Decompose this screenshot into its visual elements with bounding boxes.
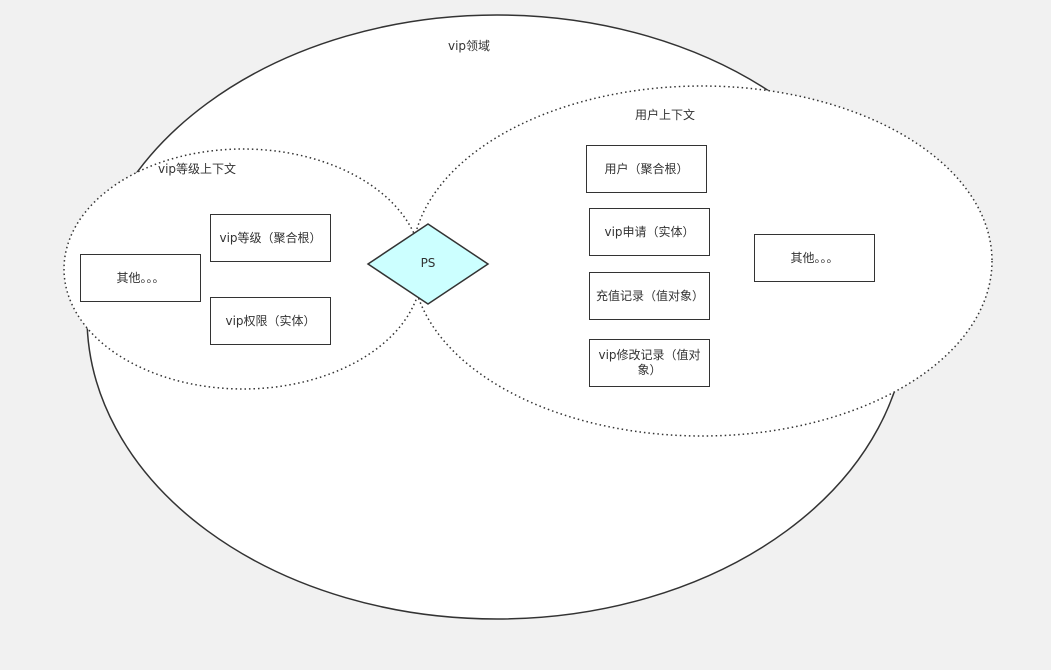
- user-aggregate-root-box[interactable]: 用户（聚合根）: [586, 145, 707, 193]
- box-label: 其他。。。: [116, 270, 165, 285]
- box-label: 用户（聚合根）: [604, 161, 689, 176]
- vip-application-entity-box[interactable]: vip申请（实体）: [589, 208, 710, 256]
- ps-diamond[interactable]: [366, 223, 490, 305]
- recharge-record-value-object-box[interactable]: 充值记录（值对象）: [589, 272, 710, 320]
- box-label: vip权限（实体）: [225, 313, 316, 328]
- vip-permission-entity-box[interactable]: vip权限（实体）: [210, 297, 331, 345]
- vip-level-context-title: vip等级上下文: [158, 162, 237, 176]
- box-label: 其他。。。: [790, 250, 839, 265]
- vip-level-aggregate-root-box[interactable]: vip等级（聚合根）: [210, 214, 331, 262]
- domain-label: vip领域: [448, 39, 491, 53]
- user-context-other-box[interactable]: 其他。。。: [754, 234, 875, 282]
- vip-change-record-value-object-box[interactable]: vip修改记录（值对象）: [589, 339, 710, 387]
- ps-label: PS: [420, 256, 436, 270]
- box-label: 充值记录（值对象）: [596, 288, 705, 303]
- user-context-title: 用户上下文: [635, 108, 696, 122]
- user-context-ellipse[interactable]: [411, 85, 993, 437]
- box-label: vip修改记录（值对象）: [598, 348, 701, 377]
- vip-level-other-box[interactable]: 其他。。。: [80, 254, 201, 302]
- box-label: vip等级（聚合根）: [219, 230, 322, 245]
- box-label: vip申请（实体）: [604, 224, 695, 239]
